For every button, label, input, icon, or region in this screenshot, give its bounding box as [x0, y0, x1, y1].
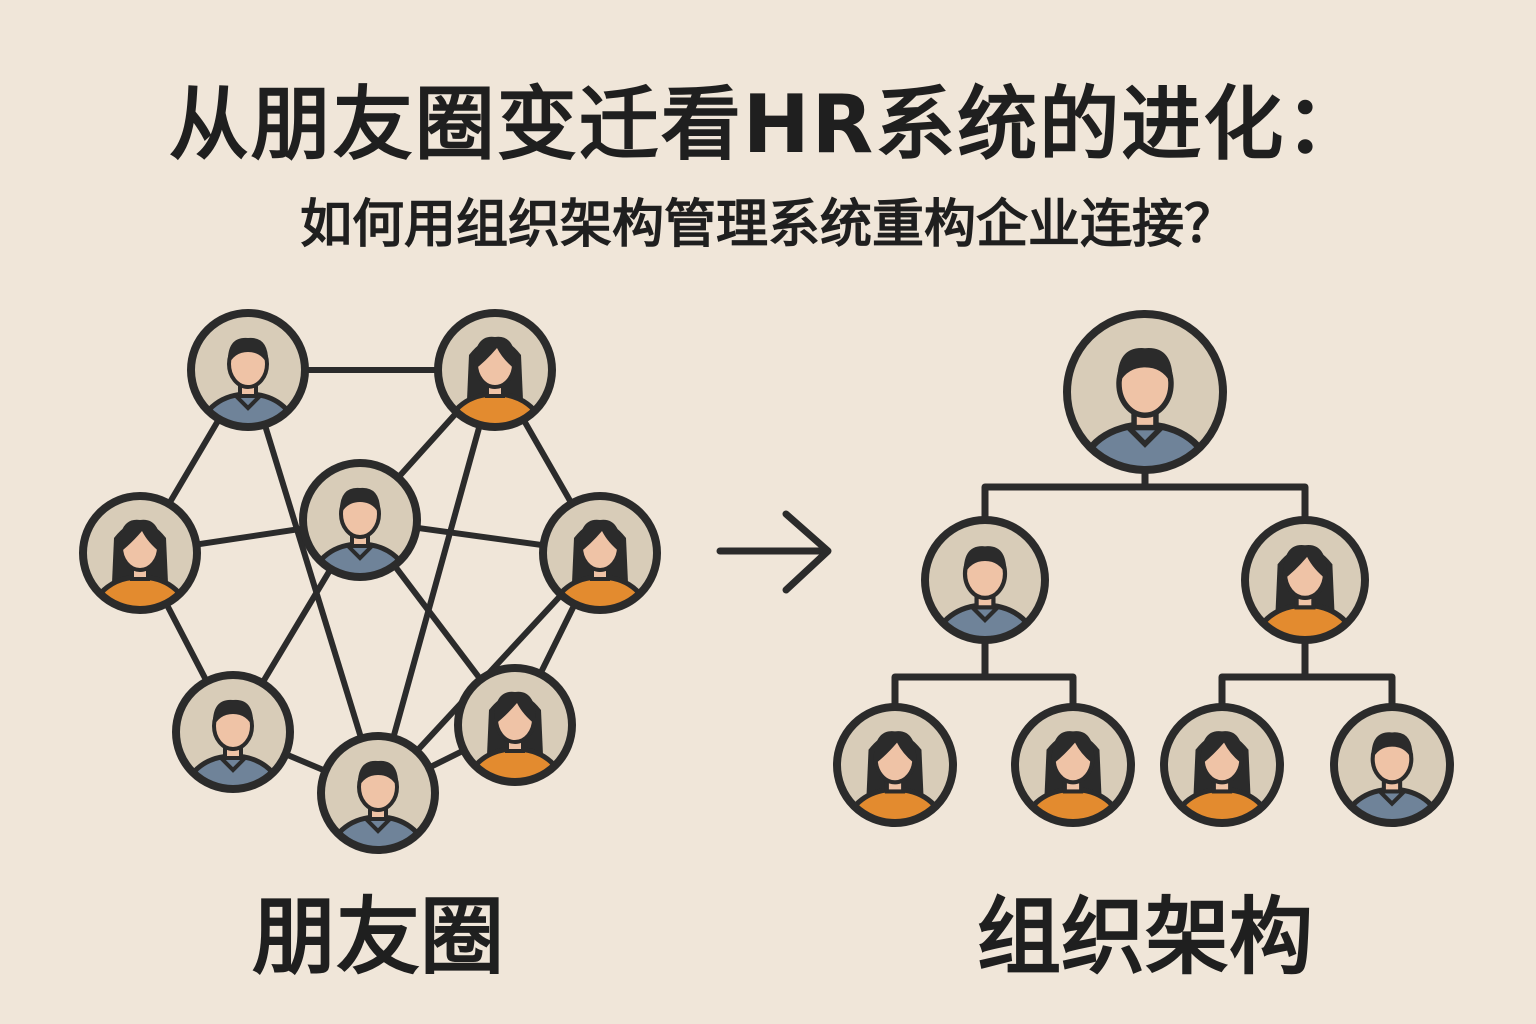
avatar-ring — [1063, 310, 1227, 474]
network-avatar-F — [172, 671, 294, 793]
avatar-ring — [172, 671, 294, 793]
avatar-ring — [317, 732, 439, 854]
network-avatar-B — [434, 309, 556, 431]
network-avatar-E — [539, 492, 661, 614]
avatars — [79, 309, 1454, 854]
avatar-ring — [1241, 516, 1369, 644]
avatar-ring — [79, 492, 201, 614]
avatar-ring — [1330, 703, 1454, 827]
network-edge — [375, 369, 498, 794]
label-org-structure: 组织架构 — [976, 888, 1313, 986]
org-manager-avatar — [921, 516, 1049, 644]
network-avatar-C — [299, 459, 421, 581]
avatar-ring — [1011, 703, 1135, 827]
network-avatar-D — [79, 492, 201, 614]
org-root-avatar — [1063, 310, 1227, 474]
org-report-avatar — [1160, 703, 1284, 827]
tree-connector — [891, 640, 1077, 705]
main-title: 从朋友圈变迁看HR系统的进化： — [168, 78, 1368, 171]
arrow-right-icon — [716, 510, 832, 594]
org-report-avatar — [833, 703, 957, 827]
network-avatar-H — [317, 732, 439, 854]
subtitle: 如何用组织架构管理系统重构企业连接？ — [299, 195, 1236, 255]
avatar-ring — [1160, 703, 1284, 827]
avatar-ring — [187, 309, 309, 431]
avatar-ring — [454, 664, 576, 786]
tree-connector — [1218, 640, 1396, 705]
org-manager-avatar — [1241, 516, 1369, 644]
avatar-ring — [833, 703, 957, 827]
avatar-ring — [434, 309, 556, 431]
org-report-avatar — [1011, 703, 1135, 827]
avatar-ring — [539, 492, 661, 614]
org-report-avatar — [1330, 703, 1454, 827]
network-avatar-A — [187, 309, 309, 431]
avatar-ring — [299, 459, 421, 581]
network-edge — [245, 369, 381, 794]
label-friend-circle: 朋友圈 — [251, 888, 504, 986]
network-avatar-G — [454, 664, 576, 786]
avatar-ring — [921, 516, 1049, 644]
